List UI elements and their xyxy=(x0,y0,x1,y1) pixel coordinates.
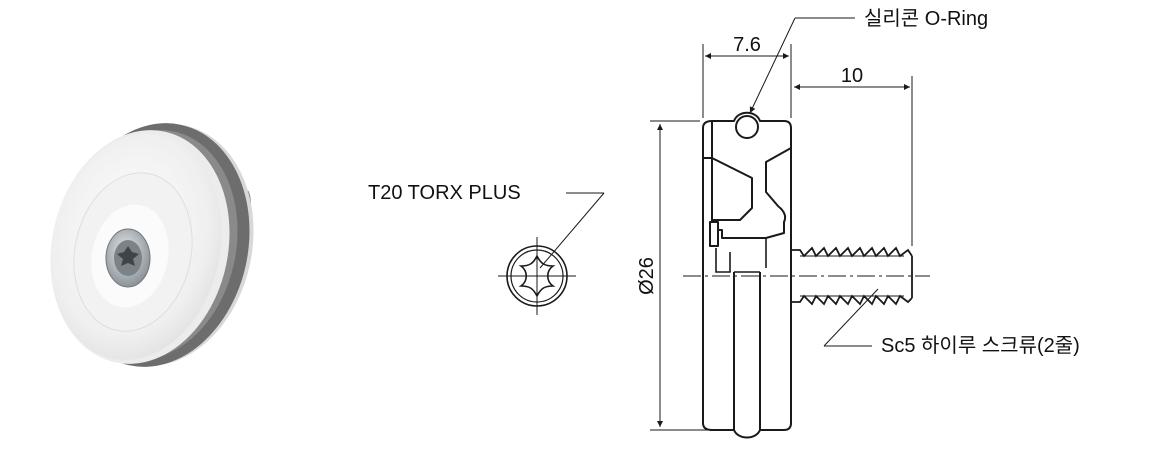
dimension-width xyxy=(702,44,792,118)
dimension-screw-length xyxy=(794,76,913,246)
torx-label-leader xyxy=(539,192,605,269)
oring-section xyxy=(735,115,759,139)
dimension-width-value: 7.6 xyxy=(733,34,761,56)
dimension-diameter xyxy=(650,120,730,431)
roller-wheel-photo-icon xyxy=(50,123,254,367)
torx-label: T20 TORX PLUS xyxy=(368,182,521,204)
wheel-section-drawing xyxy=(683,111,930,439)
screw-label-leader xyxy=(823,288,879,347)
torx-socket-icon xyxy=(498,237,576,315)
threaded-stud xyxy=(792,246,913,306)
torx-recess-photo xyxy=(117,246,139,266)
dimension-screw-length-value: 10 xyxy=(841,65,863,87)
screw-label: Sc5 하이루 스크류(2줄) xyxy=(881,334,1080,357)
oring-label: 실리콘 O-Ring xyxy=(864,7,988,30)
dimension-diameter-value: Ø26 xyxy=(636,257,658,295)
oring-label-leader xyxy=(749,17,855,114)
